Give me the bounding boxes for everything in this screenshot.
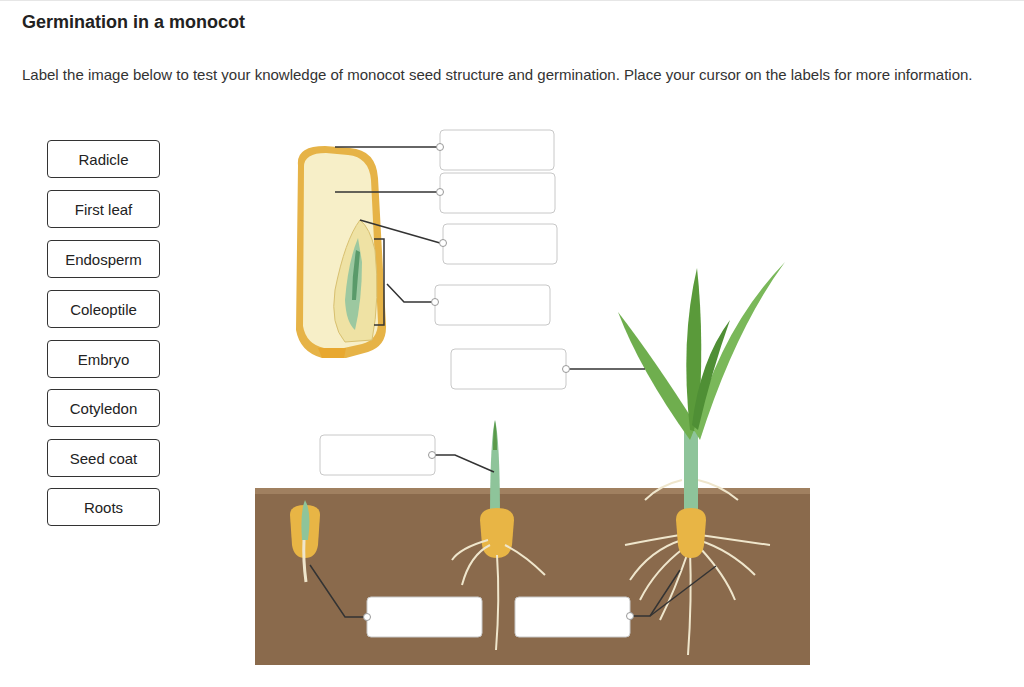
instruction-text: Label the image below to test your knowl… <box>22 66 1002 84</box>
label-tile: First leaf <box>47 190 160 228</box>
label-text: Roots <box>84 499 123 516</box>
page-title: Germination in a monocot <box>22 12 245 33</box>
label-text: Cotyledon <box>70 400 138 417</box>
label-text: Endosperm <box>65 251 142 268</box>
label-tile: Embryo <box>47 340 160 378</box>
label-tile: Coleoptile <box>47 290 160 328</box>
top-rule <box>0 0 1024 1</box>
label-text: Radicle <box>78 151 128 168</box>
label-tile: Cotyledon <box>47 389 160 427</box>
label-tile: Radicle <box>47 140 160 178</box>
label-tile: Seed coat <box>47 439 160 477</box>
label-tile: Endosperm <box>47 240 160 278</box>
label-tile: Roots <box>47 488 160 526</box>
label-text: First leaf <box>75 201 133 218</box>
label-text: Embryo <box>78 351 130 368</box>
label-text: Coleoptile <box>70 301 137 318</box>
label-text: Seed coat <box>70 450 138 467</box>
